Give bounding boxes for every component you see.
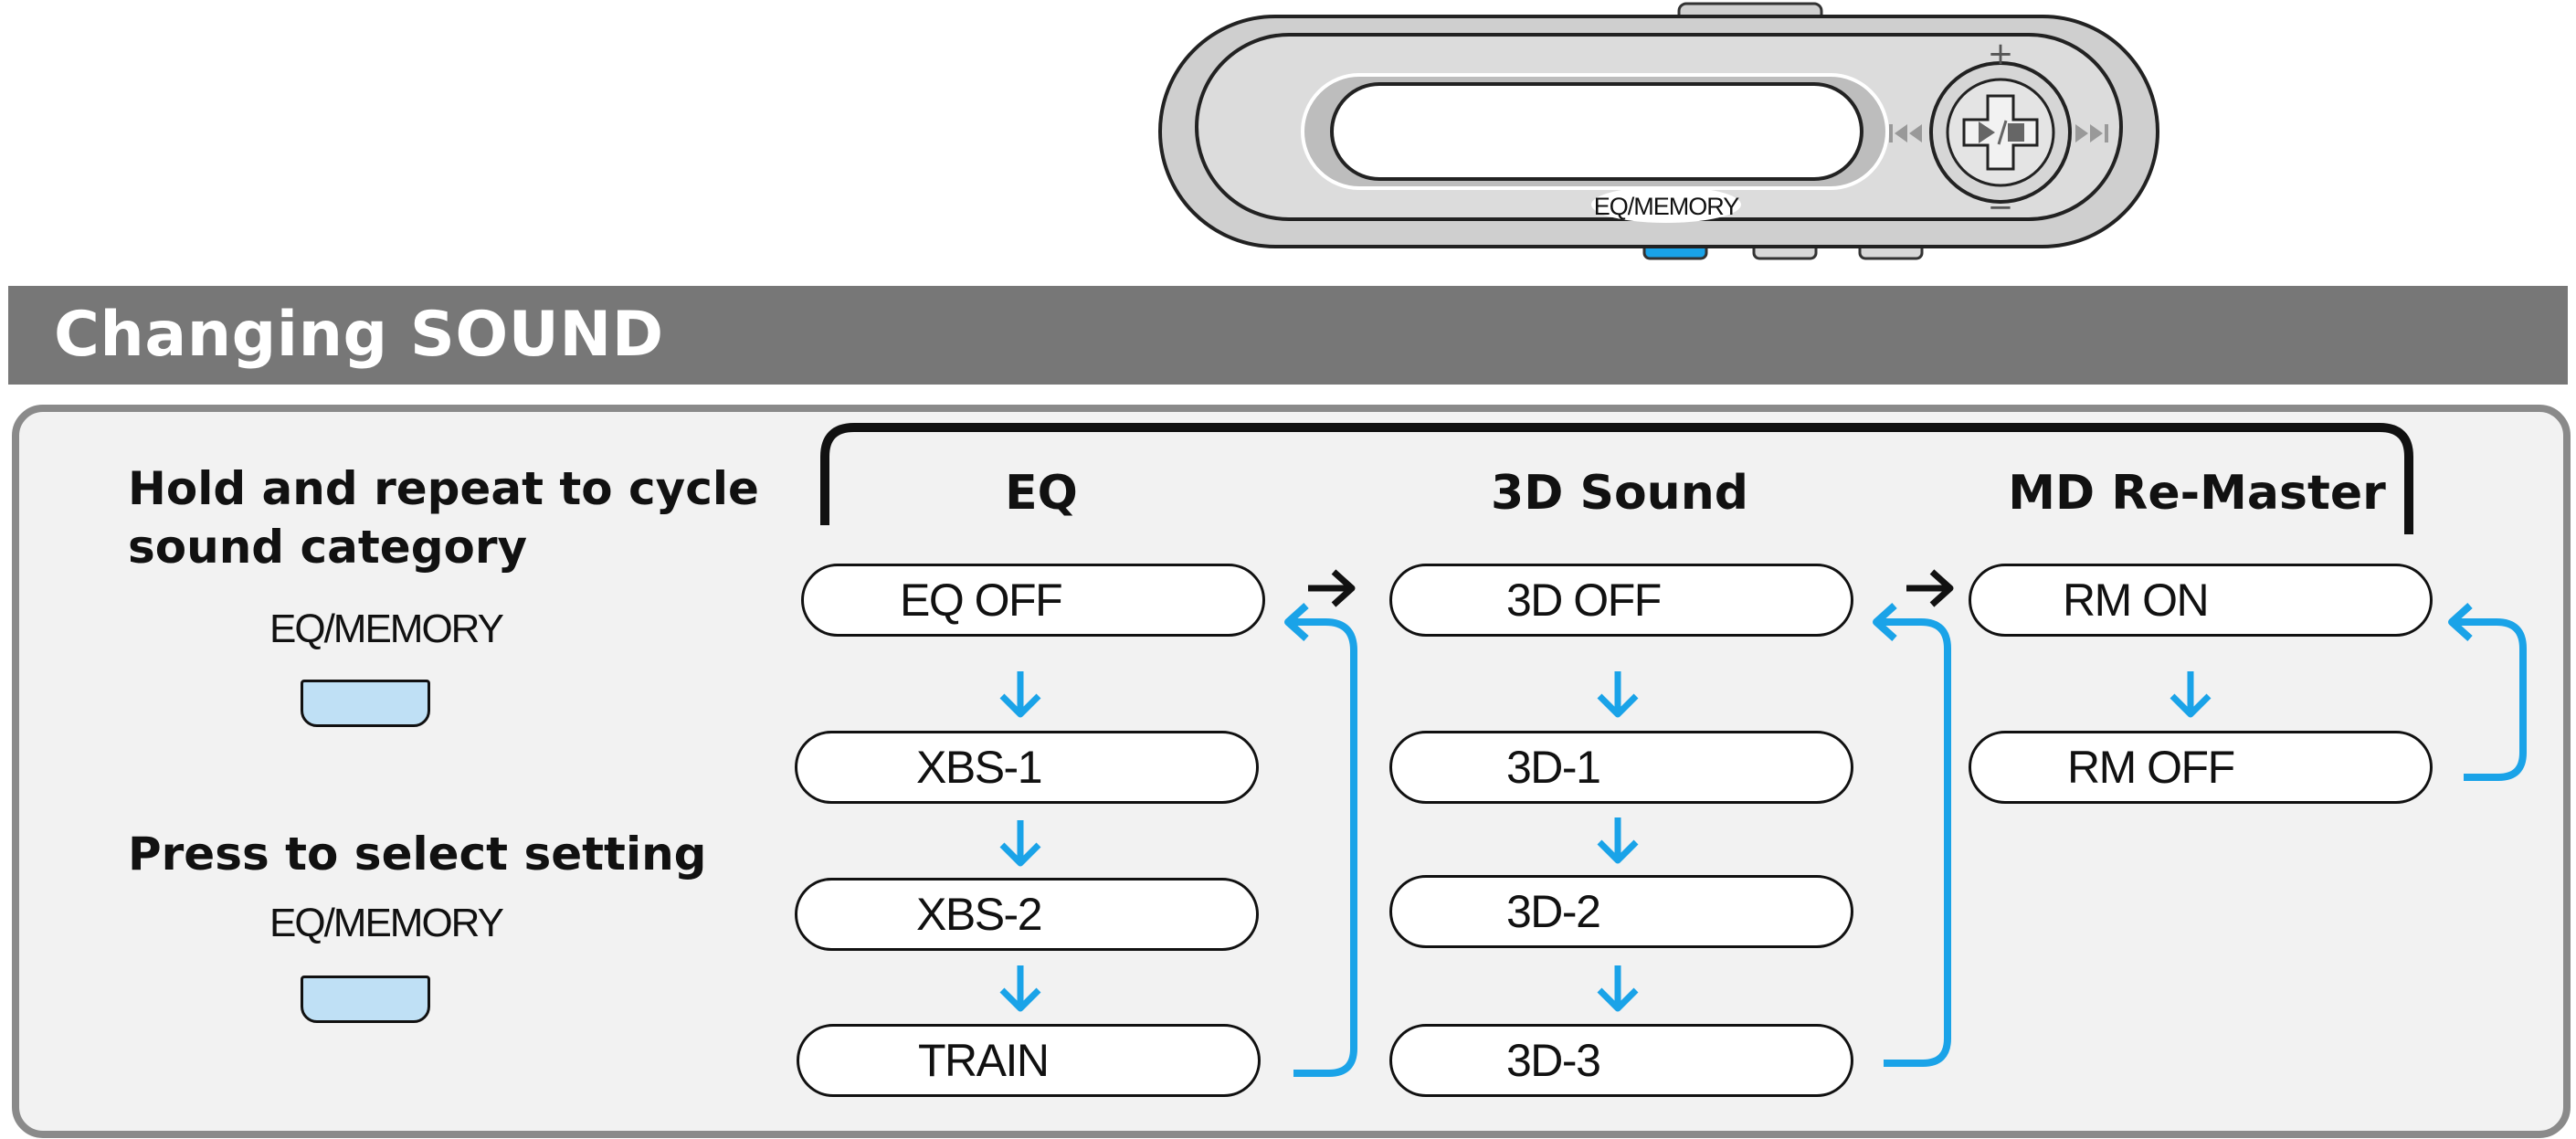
- setting-xbs-1: XBS-1: [795, 731, 1259, 804]
- hold-button-icon: [301, 680, 430, 727]
- hold-instruction-line1: Hold and repeat to cycle: [128, 462, 759, 515]
- skip-forward-icon[interactable]: [2075, 124, 2108, 142]
- setting-xbs-2: XBS-2: [795, 878, 1259, 951]
- setting-3d-off: 3D OFF: [1389, 564, 1853, 637]
- setting-rm-on: RM ON: [1969, 564, 2433, 637]
- column-title-eq: EQ: [1005, 466, 1078, 521]
- device-illustration: EQ/MEMORY + −: [1158, 2, 2159, 260]
- setting-train: TRAIN: [797, 1024, 1261, 1097]
- setting-3d-2: 3D-2: [1389, 875, 1853, 948]
- hold-instruction-line2: sound category: [128, 521, 528, 574]
- column-title-3d-sound: 3D Sound: [1491, 466, 1748, 521]
- column-title-md-remaster: MD Re-Master: [2008, 466, 2386, 521]
- press-button-icon: [301, 976, 430, 1023]
- setting-rm-off: RM OFF: [1969, 731, 2433, 804]
- setting-eq-off: EQ OFF: [801, 564, 1265, 637]
- setting-3d-3: 3D-3: [1389, 1024, 1853, 1097]
- hold-button-label: EQ/MEMORY: [269, 606, 504, 651]
- play-stop-icon[interactable]: [1962, 94, 2039, 171]
- hold-instruction: Hold and repeat to cycle sound category: [128, 459, 759, 576]
- volume-minus-label: −: [1988, 189, 2014, 226]
- section-header: Changing SOUND: [8, 286, 2568, 385]
- press-button-label: EQ/MEMORY: [269, 901, 504, 945]
- volume-plus-label: +: [1988, 36, 2014, 72]
- section-title: Changing SOUND: [54, 299, 664, 371]
- press-instruction: Press to select setting: [128, 828, 707, 881]
- device-button-label: EQ/MEMORY: [1594, 193, 1740, 220]
- setting-3d-1: 3D-1: [1389, 731, 1853, 804]
- skip-back-icon[interactable]: [1889, 124, 1922, 142]
